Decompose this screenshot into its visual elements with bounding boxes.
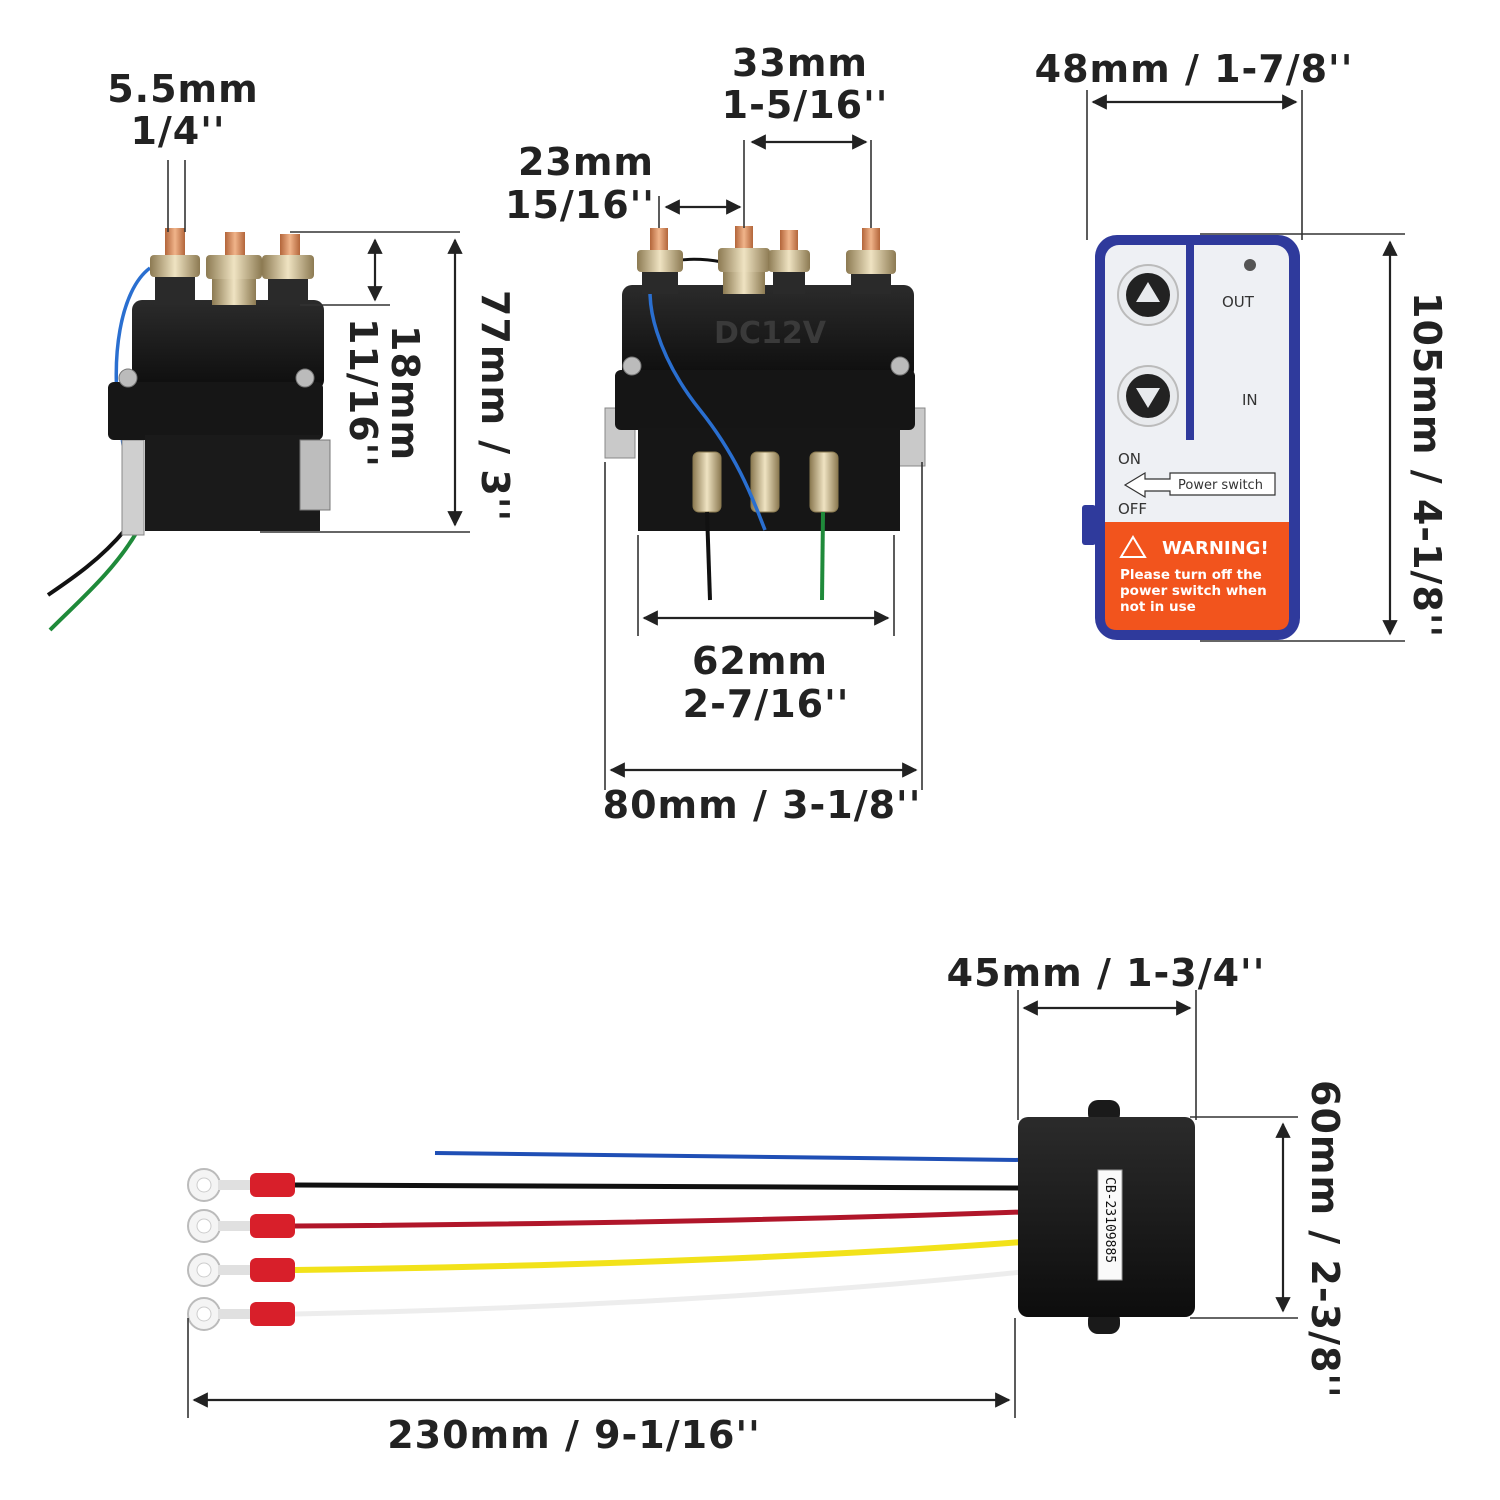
stud-spacing-large-metric: 33mm	[732, 41, 868, 85]
module-label: CB-23109885	[1102, 1177, 1117, 1263]
ring-terminal	[187, 1168, 295, 1202]
body-width-imperial: 2-7/16''	[683, 682, 850, 726]
power-switch-arrow-icon	[1123, 471, 1276, 499]
solenoid-side-view: 5.5mm 1/4'' 18mm 11/16'' 77mm / 3''	[46, 67, 517, 632]
remote-control: OUT IN ON OFF Power switch WARNING! Plea…	[1035, 47, 1449, 642]
body-width-metric: 62mm	[692, 639, 828, 683]
label-off: OFF	[1118, 500, 1147, 518]
stud-diameter-metric: 5.5mm	[107, 67, 259, 111]
label-on: ON	[1118, 450, 1141, 468]
label-out: OUT	[1222, 293, 1255, 311]
solenoid-front-view: DC12V 33mm 1-5/16''	[505, 41, 926, 827]
label-in: IN	[1242, 391, 1258, 409]
stud-height-imperial: 11/16''	[341, 318, 385, 468]
remote-height: 105mm / 4-1/8''	[1405, 292, 1449, 638]
warning-line-3: not in use	[1120, 599, 1196, 615]
housing-marking: DC12V	[714, 316, 827, 351]
module-width: 45mm / 1-3/4''	[947, 951, 1266, 995]
total-width: 80mm / 3-1/8''	[603, 783, 922, 827]
stud-spacing-small-metric: 23mm	[518, 140, 654, 184]
remote-width: 48mm / 1-7/8''	[1035, 47, 1354, 91]
power-switch-label: Power switch	[1178, 478, 1263, 493]
stud-diameter-imperial: 1/4''	[130, 109, 225, 153]
stud-spacing-large-imperial: 1-5/16''	[722, 83, 889, 127]
receiver-module: CB-23109885 45mm / 1-3/4'' 60mm / 2-3/8'…	[187, 951, 1347, 1457]
module-height: 60mm / 2-3/8''	[1303, 1080, 1347, 1399]
warning-icon	[1119, 535, 1147, 558]
warning-line-1: Please turn off the	[1120, 567, 1262, 583]
ring-terminal	[187, 1209, 295, 1243]
ring-terminal	[187, 1297, 295, 1331]
stud-spacing-small-imperial: 15/16''	[505, 183, 655, 227]
stud-height-metric: 18mm	[383, 325, 427, 461]
ring-terminal	[187, 1253, 295, 1287]
cable-length: 230mm / 9-1/16''	[387, 1413, 761, 1457]
warning-line-2: power switch when	[1120, 583, 1267, 599]
warning-title: WARNING!	[1162, 538, 1269, 559]
solenoid-height: 77mm / 3''	[473, 290, 517, 522]
